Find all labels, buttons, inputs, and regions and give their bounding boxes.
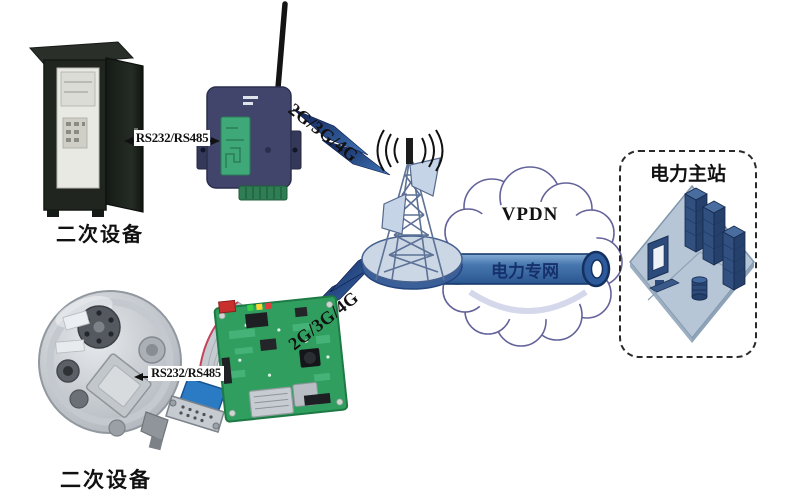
workstation-monitor bbox=[647, 235, 680, 293]
dtu-logo bbox=[243, 96, 258, 105]
master-station-boundary bbox=[619, 150, 757, 358]
server-building-3 bbox=[722, 225, 746, 291]
dtu-modem bbox=[196, 1, 302, 201]
inductor bbox=[299, 348, 321, 368]
pcb-module bbox=[165, 295, 349, 433]
idc-header bbox=[218, 299, 237, 314]
secondary-device-label-bottom: 二次设备 bbox=[60, 469, 152, 492]
equipment-cabinet bbox=[28, 41, 144, 217]
meter-flange bbox=[77, 305, 121, 349]
meter-center-block bbox=[86, 353, 152, 418]
power-network-pipe bbox=[444, 250, 611, 288]
server-building-2 bbox=[702, 200, 726, 266]
master-station-platform bbox=[629, 184, 755, 343]
secondary-device-label-top: 二次设备 bbox=[56, 224, 144, 246]
wireless-bolt-top bbox=[292, 108, 391, 176]
database-cylinder-icon bbox=[691, 276, 708, 301]
db9-connector bbox=[165, 377, 227, 433]
power-network-pipe-label: 电力专网 bbox=[491, 262, 559, 281]
status-leds bbox=[247, 302, 272, 312]
master-station-title: 电力主站 bbox=[649, 164, 726, 185]
pipe-end-ring bbox=[581, 250, 611, 288]
vpdn-cloud-label: VPDN bbox=[501, 204, 559, 225]
meter-device bbox=[38, 290, 182, 451]
serial-link-label-bottom: RS232/RS485 bbox=[148, 366, 224, 381]
radio-waves-icon bbox=[376, 129, 444, 172]
cell-tower bbox=[361, 129, 463, 290]
serial-link-label-top: RS232/RS485 bbox=[134, 130, 210, 146]
